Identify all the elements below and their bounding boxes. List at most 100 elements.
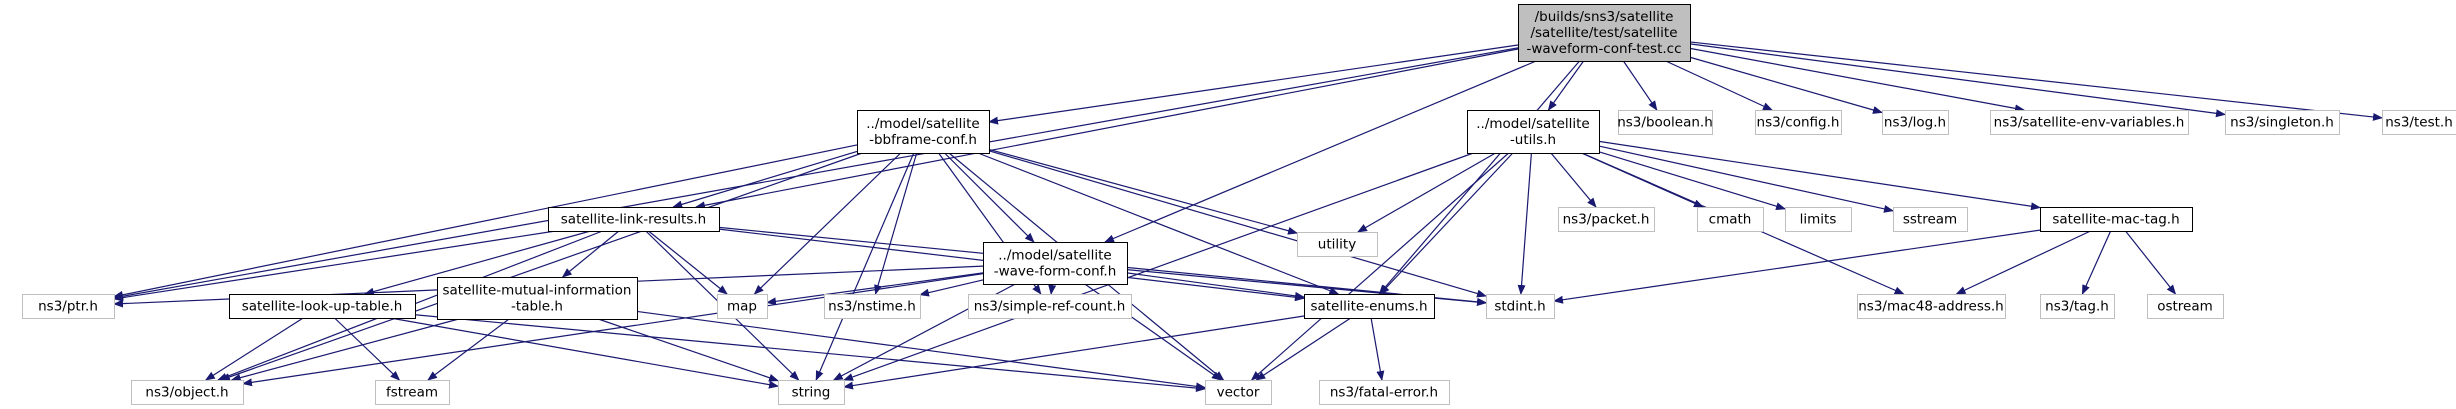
node-box-enums xyxy=(1304,294,1435,319)
edge-bbframe-to-string xyxy=(815,152,915,381)
node-label-bbframe: -bbframe-conf.h xyxy=(869,132,977,148)
node-box-sstream xyxy=(1893,207,1968,232)
node-label-test: ns3/test.h xyxy=(2385,115,2453,131)
node-box-ostream xyxy=(2147,294,2224,319)
edge-root-to-enums xyxy=(1378,60,1580,295)
node-utils[interactable]: ../model/satellite-utils.h xyxy=(1467,110,1600,154)
node-label-bbframe: ../model/satellite xyxy=(866,116,979,132)
edge-root-to-boolean xyxy=(1622,60,1658,111)
edge-mutual-to-vector xyxy=(636,310,1206,391)
node-box-linkres xyxy=(548,207,720,232)
node-box-lookup xyxy=(229,294,416,319)
node-label-envvars: ns3/satellite-env-variables.h xyxy=(1994,115,2185,131)
node-label-utility: utility xyxy=(1318,237,1356,253)
node-label-enums: satellite-enums.h xyxy=(1310,299,1427,315)
node-label-config: ns3/config.h xyxy=(1757,115,1840,131)
node-label-tag: ns3/tag.h xyxy=(2045,299,2109,315)
edge-utils-to-enums xyxy=(1379,152,1514,295)
node-label-root: /satellite/test/satellite xyxy=(1530,25,1677,41)
edge-utils-to-limits xyxy=(1598,151,1786,211)
node-box-boolean xyxy=(1618,110,1713,135)
edge-mactag-to-mac48 xyxy=(1955,230,2091,295)
node-lookup[interactable]: satellite-look-up-table.h xyxy=(229,294,416,319)
edge-root-to-linkres xyxy=(694,48,1519,210)
node-map: map xyxy=(717,294,768,319)
node-box-test xyxy=(2382,110,2456,135)
edge-root-to-log xyxy=(1689,56,1883,114)
node-box-bbframe xyxy=(857,110,990,154)
node-limits: limits xyxy=(1785,207,1852,232)
node-label-sstream: sstream xyxy=(1903,212,1957,228)
node-stdint: stdint.h xyxy=(1486,294,1555,319)
node-box-vector xyxy=(1205,380,1272,405)
node-bbframe[interactable]: ../model/satellite-bbframe-conf.h xyxy=(857,110,990,154)
node-label-waveform: -wave-form-conf.h xyxy=(994,264,1117,280)
node-mac48: ns3/mac48-address.h xyxy=(1857,294,2006,319)
edge-bbframe-to-map xyxy=(753,152,902,295)
edge-mutual-to-string xyxy=(598,318,779,382)
edge-lookup-to-vector xyxy=(414,314,1206,393)
node-test: ns3/test.h xyxy=(2382,110,2456,135)
node-enums[interactable]: satellite-enums.h xyxy=(1304,294,1435,319)
node-envvars: ns3/satellite-env-variables.h xyxy=(1990,110,2189,135)
edge-waveform-to-enums xyxy=(1126,272,1305,300)
node-string: string xyxy=(778,380,845,405)
node-cmath: cmath xyxy=(1697,207,1764,232)
edges-layer xyxy=(113,41,2383,393)
node-label-cmath: cmath xyxy=(1709,212,1752,228)
edge-linkres-to-mutual xyxy=(561,230,620,278)
node-fatal: ns3/fatal-error.h xyxy=(1319,380,1450,405)
node-label-waveform: ../model/satellite xyxy=(998,248,1111,264)
edge-utils-to-vector xyxy=(1250,152,1510,381)
edge-lookup-to-string xyxy=(390,317,779,389)
node-label-fstream: fstream xyxy=(386,385,438,401)
edge-linkres-to-ptr xyxy=(113,230,556,302)
edge-waveform-to-object xyxy=(242,273,984,387)
edge-root-to-waveform xyxy=(1104,60,1537,243)
node-box-fatal xyxy=(1319,380,1450,405)
edge-bbframe-to-ptr xyxy=(113,144,858,299)
edge-bbframe-to-waveform xyxy=(944,152,1035,243)
node-box-root xyxy=(1518,4,1691,62)
edge-root-to-singleton xyxy=(1689,43,2226,118)
node-config: ns3/config.h xyxy=(1755,110,1842,135)
node-box-string xyxy=(778,380,845,405)
node-box-config xyxy=(1755,110,1842,135)
node-label-nstime: ns3/nstime.h xyxy=(828,299,916,315)
node-simpleref: ns3/simple-ref-count.h xyxy=(968,294,1132,319)
edge-mactag-to-ostream xyxy=(2125,230,2177,295)
node-label-mac48: ns3/mac48-address.h xyxy=(1858,299,2004,315)
node-ptr: ns3/ptr.h xyxy=(22,294,115,319)
node-box-envvars xyxy=(1990,110,2189,135)
node-box-stdint xyxy=(1486,294,1555,319)
node-label-object: ns3/object.h xyxy=(145,385,228,401)
node-label-mutual: satellite-mutual-information xyxy=(443,283,632,299)
node-waveform[interactable]: ../model/satellite-wave-form-conf.h xyxy=(983,242,1128,285)
node-box-utils xyxy=(1467,110,1600,154)
node-box-ptr xyxy=(22,294,115,319)
node-label-lookup: satellite-look-up-table.h xyxy=(242,299,403,315)
node-root[interactable]: /builds/sns3/satellite/satellite/test/sa… xyxy=(1518,4,1691,62)
node-label-utils: ../model/satellite xyxy=(1476,116,1589,132)
edge-enums-to-fatal xyxy=(1370,317,1385,381)
node-box-limits xyxy=(1785,207,1852,232)
node-label-packet: ns3/packet.h xyxy=(1563,212,1650,228)
node-box-map xyxy=(717,294,768,319)
node-box-singleton xyxy=(2225,110,2340,135)
edge-utils-to-packet xyxy=(1550,152,1597,208)
node-sstream: sstream xyxy=(1893,207,1968,232)
node-ostream: ostream xyxy=(2147,294,2224,319)
node-label-log: ns3/log.h xyxy=(1884,115,1946,131)
edge-utils-to-utility xyxy=(1357,152,1496,233)
node-linkres[interactable]: satellite-link-results.h xyxy=(548,207,720,232)
edge-utils-to-mactag xyxy=(1598,140,2041,211)
node-label-root: -waveform-conf-test.cc xyxy=(1526,41,1681,57)
node-mutual[interactable]: satellite-mutual-information-table.h xyxy=(437,277,638,320)
node-label-root: /builds/sns3/satellite xyxy=(1535,9,1674,25)
edge-lookup-to-object xyxy=(204,317,304,381)
node-box-packet xyxy=(1558,207,1655,232)
node-log: ns3/log.h xyxy=(1882,110,1949,135)
node-mactag[interactable]: satellite-mac-tag.h xyxy=(2040,207,2193,232)
edge-root-to-ptr xyxy=(113,47,1519,301)
node-box-object xyxy=(131,380,244,405)
